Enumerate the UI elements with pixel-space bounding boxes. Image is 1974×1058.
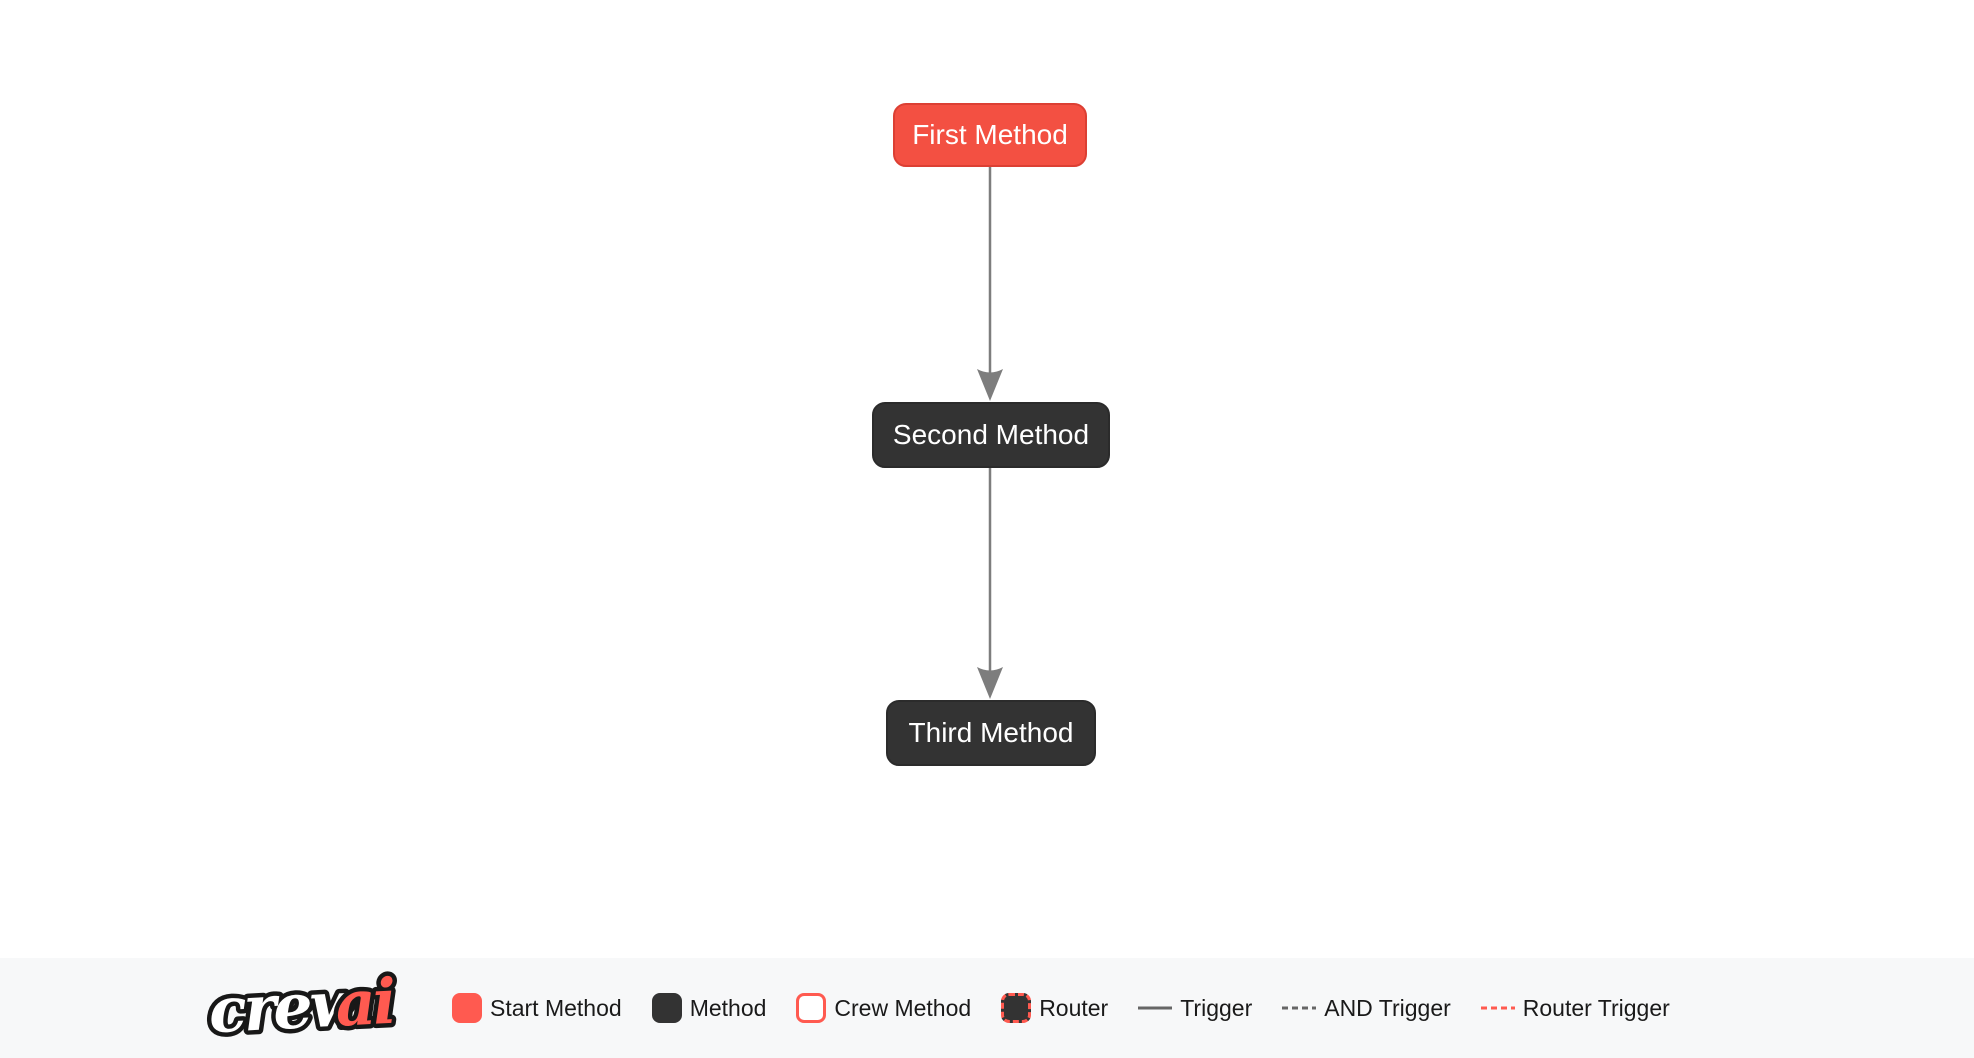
legend-item-trigger: Trigger	[1138, 995, 1252, 1022]
node-label: Third Method	[908, 717, 1074, 748]
legend-label: Method	[689, 994, 767, 1021]
node-label: First Method	[912, 119, 1068, 150]
legend-items: Start Method Method Crew Method Router T…	[452, 993, 1670, 1023]
node-label: Second Method	[892, 419, 1090, 450]
node-first-method[interactable]: First Method	[893, 103, 1087, 167]
arrowhead-icon	[977, 369, 1003, 401]
legend-item-method: Method	[651, 993, 767, 1023]
crew-method-swatch-icon	[796, 993, 827, 1023]
svg-text:crew: crew	[207, 971, 367, 1045]
legend-label: Trigger	[1180, 994, 1253, 1021]
legend-item-crew-method: Crew Method	[796, 993, 971, 1023]
trigger-edge	[977, 167, 1003, 401]
legend-label: Crew Method	[834, 994, 972, 1021]
crewai-logo-icon: crew ai	[202, 960, 400, 1052]
start-method-swatch-icon	[452, 993, 482, 1023]
svg-text:ai: ai	[334, 971, 396, 1041]
legend-label: Router Trigger	[1522, 994, 1670, 1021]
legend-label: AND Trigger	[1324, 994, 1451, 1021]
legend-item-router: Router	[1001, 993, 1108, 1023]
method-swatch-icon	[651, 993, 682, 1023]
legend-item-and-trigger: AND Trigger	[1282, 995, 1451, 1022]
legend-item-router-trigger: Router Trigger	[1480, 994, 1670, 1022]
flow-canvas[interactable]: First Method Second Method Third Method	[0, 0, 1974, 958]
legend-item-start-method: Start Method	[452, 993, 622, 1023]
crewai-logo: crew ai	[202, 960, 420, 1052]
node-second-method[interactable]: Second Method	[872, 402, 1110, 468]
trigger-line-icon	[1138, 1006, 1173, 1010]
and-trigger-line-icon	[1282, 1006, 1317, 1010]
router-trigger-line-icon	[1480, 1006, 1515, 1010]
trigger-edge	[977, 468, 1003, 699]
node-third-method[interactable]: Third Method	[886, 700, 1096, 766]
router-swatch-icon	[1001, 993, 1032, 1023]
legend-bar: crew ai Start Method Method Crew Method …	[0, 958, 1974, 1058]
arrowhead-icon	[977, 667, 1003, 699]
legend-label: Router	[1039, 994, 1109, 1021]
legend-label: Start Method	[490, 994, 622, 1021]
